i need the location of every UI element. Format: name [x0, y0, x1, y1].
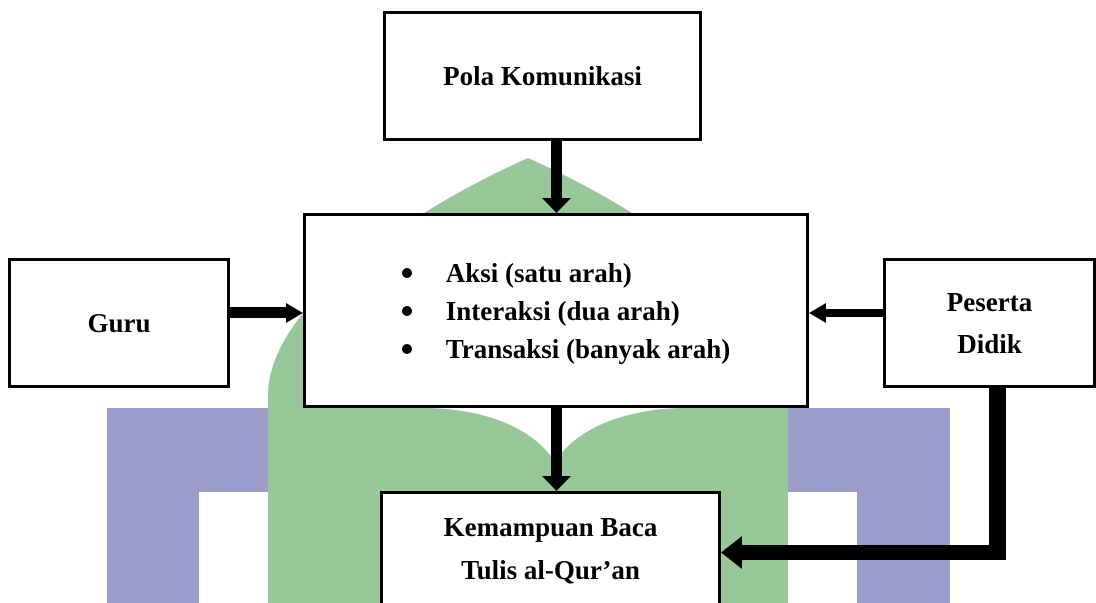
- communication-pattern-list: Aksi (satu arah) Interaksi (dua arah) Tr…: [394, 254, 731, 368]
- bullet-dot: [401, 267, 412, 278]
- peserta-didik-label-line-2: Didik: [957, 329, 1022, 359]
- communication-pattern-box: Aksi (satu arah) Interaksi (dua arah) Tr…: [303, 213, 809, 408]
- arrow-head: [286, 303, 303, 323]
- connector-peserta-to-center-line: [825, 309, 883, 317]
- kemampuan-box: Kemampuan Baca Tulis al-Qur’an: [380, 491, 721, 603]
- kemampuan-label-line-1: Kemampuan Baca: [443, 511, 658, 542]
- list-item: Interaksi (dua arah): [394, 292, 731, 330]
- bullet-dot: [401, 305, 412, 316]
- guru-label: Guru: [87, 307, 151, 338]
- connector-guru-to-center-line: [230, 307, 288, 318]
- pola-komunikasi-label: Pola Komunikasi: [443, 60, 642, 91]
- guru-box: Guru: [8, 258, 230, 388]
- list-item: Transaksi (banyak arah): [394, 330, 731, 368]
- peserta-didik-box: Peserta Didik: [883, 258, 1096, 388]
- bullet-dot: [401, 343, 412, 354]
- connector-peserta-down-line: [989, 361, 1006, 560]
- connector-center-to-kemampuan-line: [551, 408, 562, 478]
- list-item-label: Aksi (satu arah): [445, 257, 632, 288]
- connectors: [230, 141, 1006, 569]
- arrow-head: [542, 198, 571, 213]
- connector-pola-to-center-line: [551, 141, 562, 200]
- peserta-didik-label-line-1: Peserta: [946, 287, 1033, 317]
- list-item: Aksi (satu arah): [394, 254, 731, 292]
- arrow-head: [542, 476, 571, 491]
- arrow-head: [809, 303, 826, 323]
- kemampuan-label-line-2: Tulis al-Qur’an: [461, 554, 640, 585]
- list-item-label: Interaksi (dua arah): [445, 295, 680, 326]
- pola-komunikasi-box: Pola Komunikasi: [383, 11, 702, 141]
- connector-peserta-to-kemampuan-line: [740, 545, 1006, 560]
- list-item-label: Transaksi (banyak arah): [445, 333, 731, 364]
- arrow-head: [721, 536, 742, 569]
